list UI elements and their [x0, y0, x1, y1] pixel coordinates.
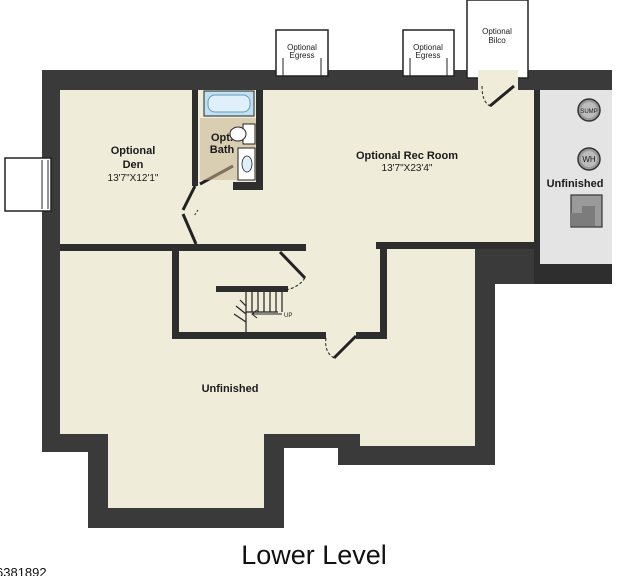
floor-caption: Lower Level	[241, 540, 387, 570]
egress-left-line2: Egress	[290, 51, 315, 60]
bilco-line2: Bilco	[488, 36, 506, 45]
den-dimensions: 13'7"X12'1"	[108, 173, 159, 184]
sump-label: SUMP	[580, 109, 597, 115]
stairs-up-arrow	[251, 309, 282, 319]
furnace-icon	[570, 194, 603, 228]
bilco-door	[466, 0, 529, 79]
toilet	[229, 123, 256, 145]
den-title-line2: Den	[123, 159, 144, 171]
water-heater-icon	[577, 147, 601, 171]
bilco-opening	[478, 70, 518, 90]
floor-area	[60, 90, 534, 508]
interior-walls	[60, 90, 612, 339]
egress-left-line1: Optional	[287, 43, 317, 52]
stairs-up-label: UP	[284, 313, 292, 319]
egress-right-line2: Egress	[416, 51, 441, 60]
listing-id: 6381892	[0, 565, 47, 576]
water-heater-label: WH	[582, 155, 596, 164]
bath-title-line1: Opt.	[211, 132, 233, 144]
bilco-line1: Optional	[482, 27, 512, 36]
sump-pump-icon	[577, 98, 601, 122]
egress-right-line1: Optional	[413, 43, 443, 52]
egress-window-right	[402, 29, 455, 77]
rec-room-title: Optional Rec Room	[356, 150, 458, 162]
stair-door	[278, 250, 307, 291]
bathtub	[203, 90, 255, 117]
rec-room-dimensions: 13'7"X23'4"	[382, 163, 433, 174]
den-title-line1: Optional	[111, 145, 156, 157]
main-unfinished-title: Unfinished	[202, 383, 259, 395]
den-window	[4, 157, 52, 212]
utility-title: Unfinished	[547, 178, 604, 190]
egress-window-left	[275, 29, 329, 77]
stairs	[233, 292, 283, 332]
den-door	[181, 185, 199, 245]
bath-title-line2: Bath	[210, 144, 235, 156]
utility-floor	[540, 90, 612, 264]
sink	[237, 147, 256, 181]
unfinished-door	[325, 334, 358, 360]
